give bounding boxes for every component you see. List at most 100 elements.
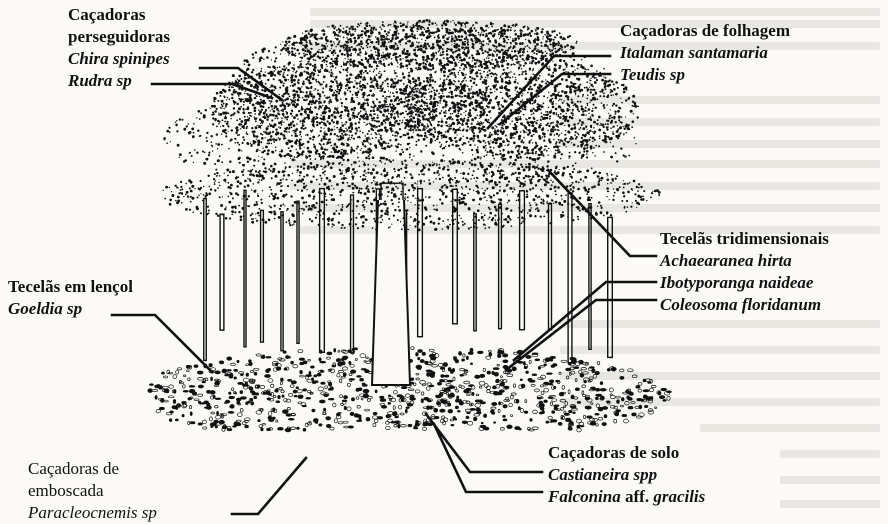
canopy-stipple (324, 62, 325, 63)
canopy-stipple (223, 179, 226, 182)
leaf-litter-mark (440, 367, 444, 369)
canopy-stipple (347, 159, 350, 162)
canopy-stipple (360, 73, 362, 75)
canopy-stipple (491, 134, 493, 136)
canopy-stipple (499, 190, 501, 192)
canopy-stipple (330, 166, 333, 169)
leaf-litter-mark (373, 412, 377, 414)
leaf-litter-mark (429, 385, 434, 387)
canopy-stipple (376, 120, 378, 122)
canopy-stipple (518, 173, 519, 174)
leaf-litter-mark (567, 376, 569, 379)
leaf-litter-mark (318, 387, 323, 391)
leaf-litter-mark (575, 388, 579, 391)
leaf-litter-mark (454, 387, 456, 390)
canopy-stipple (469, 209, 471, 211)
canopy-stipple (306, 67, 309, 70)
canopy-stipple (543, 155, 545, 157)
canopy-stipple (457, 227, 460, 230)
canopy-stipple (206, 140, 208, 142)
canopy-stipple (372, 227, 374, 229)
canopy-stipple (398, 198, 400, 200)
canopy-stipple (329, 155, 332, 158)
canopy-stipple (439, 164, 441, 166)
canopy-stipple (211, 135, 213, 137)
canopy-stipple (478, 34, 479, 35)
canopy-stipple (551, 184, 553, 186)
canopy-stipple (450, 185, 452, 187)
canopy-stipple (217, 187, 219, 189)
leaf-litter-mark (176, 404, 180, 408)
canopy-stipple (532, 108, 534, 110)
canopy-stipple (309, 76, 312, 79)
canopy-stipple (484, 196, 486, 198)
canopy-stipple (565, 194, 567, 196)
canopy-stipple (280, 205, 282, 207)
canopy-stipple (459, 95, 461, 97)
canopy-stipple (312, 139, 314, 141)
canopy-stipple (298, 110, 300, 112)
canopy-stipple (418, 85, 420, 87)
leaf-litter-mark (336, 359, 339, 361)
canopy-stipple (240, 216, 243, 219)
canopy-stipple (352, 192, 354, 194)
canopy-stipple (414, 82, 416, 84)
canopy-stipple (471, 118, 474, 121)
leaf-litter-mark (299, 358, 304, 360)
canopy-stipple (191, 155, 193, 157)
canopy-stipple (318, 98, 320, 100)
canopy-stipple (385, 158, 388, 161)
canopy-stipple (310, 166, 312, 168)
canopy-stipple (361, 188, 363, 190)
canopy-stipple (215, 143, 217, 145)
canopy-stipple (315, 217, 317, 219)
canopy-stipple (402, 151, 404, 153)
canopy-stipple (464, 161, 466, 163)
canopy-stipple (229, 98, 231, 100)
canopy-stipple (187, 125, 188, 126)
canopy-stipple (406, 164, 408, 166)
canopy-stipple (364, 218, 366, 220)
leaf-litter-mark (172, 406, 177, 409)
canopy-stipple (380, 222, 382, 224)
canopy-stipple (469, 162, 471, 164)
leaf-litter-mark (303, 428, 306, 431)
canopy-stipple (269, 100, 271, 102)
leaf-litter-mark (193, 392, 197, 395)
leaf-litter-mark (499, 402, 501, 405)
leaf-litter-mark (448, 380, 453, 382)
canopy-stipple (573, 105, 574, 106)
canopy-stipple (306, 71, 308, 73)
canopy-stipple (515, 172, 517, 174)
canopy-stipple (241, 170, 244, 173)
canopy-stipple (284, 99, 286, 101)
leaf-litter-mark (366, 357, 369, 359)
leaf-litter-mark (422, 392, 424, 395)
canopy-stipple (417, 181, 418, 182)
leaf-litter-mark (367, 399, 370, 402)
canopy-stipple (367, 114, 368, 115)
canopy-stipple (486, 188, 488, 190)
canopy-stipple (619, 186, 621, 188)
canopy-stipple (587, 103, 589, 105)
canopy-stipple (523, 146, 526, 149)
leaf-litter-mark (421, 399, 423, 403)
canopy-stipple (237, 92, 240, 95)
leaf-litter-mark (429, 373, 432, 376)
canopy-stipple (409, 225, 410, 226)
leaf-litter-mark (347, 383, 350, 386)
canopy-stipple (549, 202, 552, 205)
canopy-stipple (256, 125, 257, 126)
canopy-stipple (322, 87, 324, 89)
canopy-stipple (275, 58, 276, 59)
leaf-litter-mark (426, 387, 430, 391)
leaf-litter-mark (194, 365, 198, 368)
canopy-stipple (586, 156, 588, 158)
canopy-stipple (502, 213, 503, 214)
canopy-stipple (344, 227, 346, 229)
canopy-stipple (291, 115, 293, 117)
canopy-stipple (414, 225, 416, 227)
canopy-stipple (529, 179, 532, 182)
canopy-stipple (488, 181, 490, 183)
leaf-litter-mark (503, 415, 506, 417)
